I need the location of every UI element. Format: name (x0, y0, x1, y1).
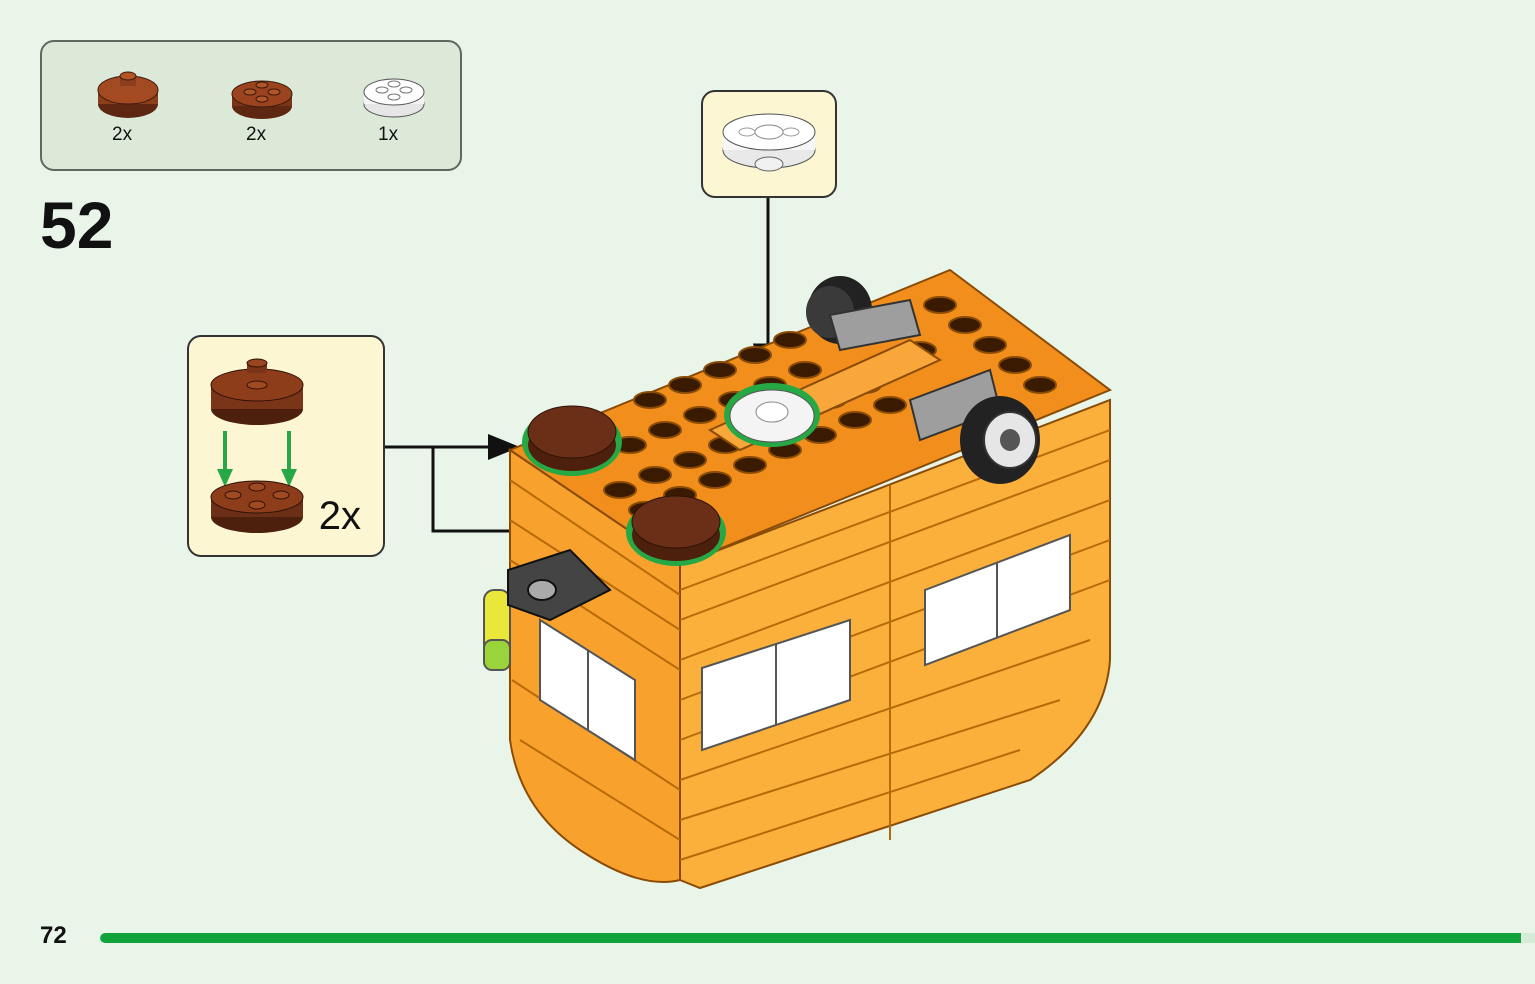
parts-list-item: 1x (362, 68, 442, 158)
progress-bar (100, 933, 1535, 943)
new-brown-plate-right (626, 495, 726, 566)
parts-list-box: 2x 2x 1x (40, 40, 462, 171)
subassembly-callout: 2x (187, 335, 385, 557)
bus-model-illustration (483, 268, 1113, 890)
round-plate-2x2-transparent-icon (363, 78, 425, 118)
step-number: 52 (40, 188, 114, 262)
subassembly-qty: 2x (318, 494, 361, 538)
progress-bar-fill (100, 933, 1521, 943)
brown-plate-stack-illustration (210, 358, 304, 533)
parts-list-item: 2x (96, 68, 176, 158)
page-number: 72 (40, 922, 67, 949)
headlight-icon (483, 589, 511, 671)
wheel-front-icon (908, 368, 1040, 484)
wheel-rear-icon (806, 276, 922, 352)
parts-list-item: 2x (230, 68, 310, 158)
part-qty: 1x (378, 124, 399, 145)
round-plate-2x2-with-studs-brown-icon (231, 80, 293, 119)
new-transparent-plate (724, 383, 820, 447)
new-brown-plate-left (522, 405, 622, 476)
round-plate-2x2-transparent-icon (722, 113, 816, 172)
part-qty: 2x (112, 124, 133, 145)
part-qty: 2x (246, 124, 267, 145)
clip-bracket-icon (507, 548, 612, 622)
round-plate-2x2-brown-icon (97, 71, 159, 118)
transparent-plate-callout (701, 90, 837, 198)
